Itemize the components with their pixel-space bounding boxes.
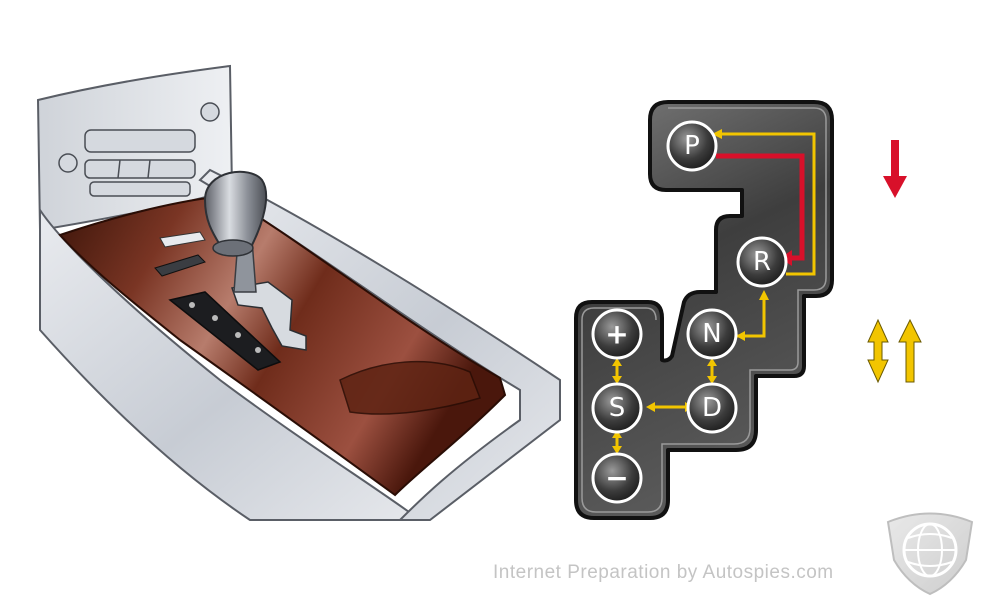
gate-position-n: N <box>686 308 738 360</box>
shift-gate-diagram: P R N D S + − <box>574 100 834 520</box>
shift-knob <box>203 170 268 254</box>
gate-position-plus: + <box>591 308 643 360</box>
svg-text:+: + <box>605 318 628 351</box>
legend-shift-lock-arrow-icon <box>883 140 907 198</box>
climate-controls <box>58 102 220 197</box>
gear-slot <box>230 281 307 351</box>
svg-text:N: N <box>702 319 721 349</box>
gate-position-p: P <box>666 120 718 172</box>
console-body <box>39 206 424 521</box>
indicator-strip <box>168 291 282 371</box>
legend-bidirectional-arrow-icon <box>867 318 889 384</box>
svg-text:S: S <box>609 393 626 423</box>
gate-position-r: R <box>736 236 788 288</box>
shift-lock-arrow <box>716 153 805 261</box>
credit-caption: Internet Preparation by Autospies.com <box>493 562 834 583</box>
gate-position-minus: − <box>591 452 643 504</box>
free-shift-arrows <box>615 132 816 452</box>
autospies-globe-shield-logo <box>886 512 974 596</box>
armrest-lid <box>339 360 481 415</box>
svg-text:R: R <box>753 247 771 277</box>
legend-up-arrow-icon <box>898 318 922 383</box>
console-illustration <box>36 64 561 521</box>
gate-position-d: D <box>686 382 738 434</box>
svg-text:D: D <box>702 393 722 423</box>
gate-position-s: S <box>591 382 643 434</box>
svg-text:−: − <box>605 462 628 495</box>
svg-text:P: P <box>684 131 700 161</box>
